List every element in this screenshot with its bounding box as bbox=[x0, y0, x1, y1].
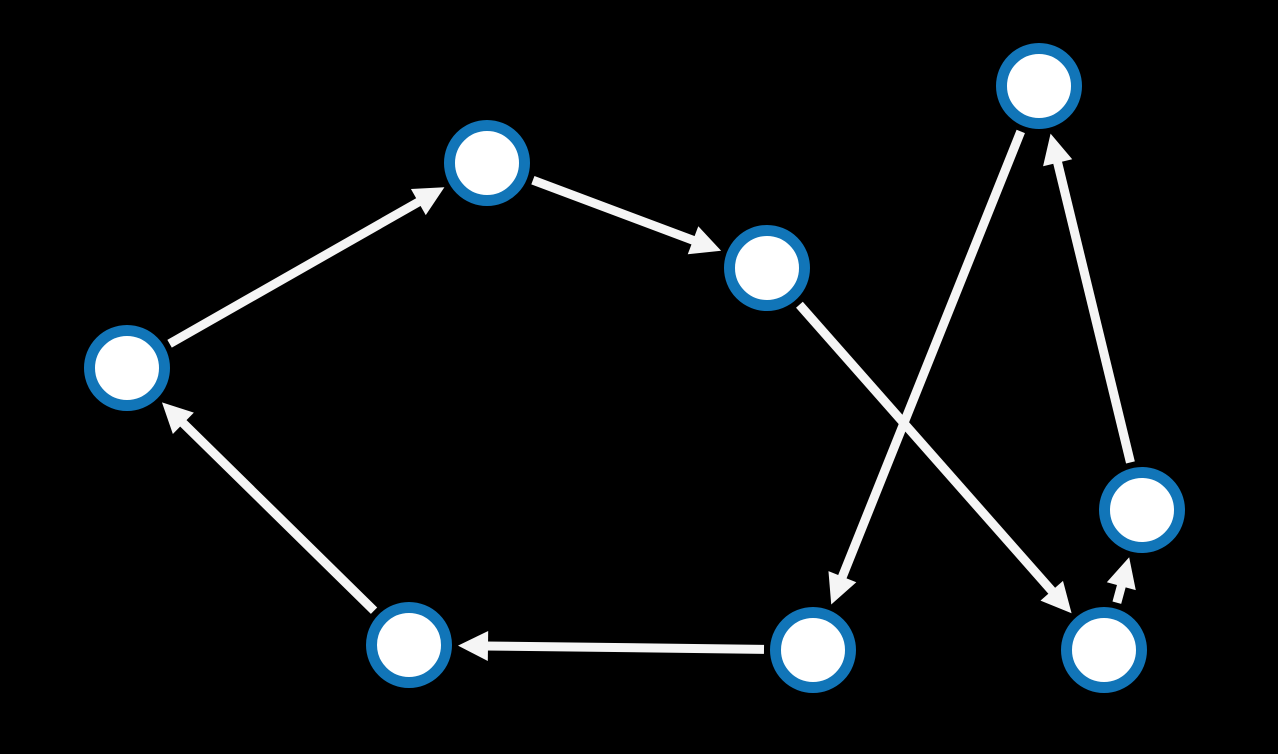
graph-edge[interactable] bbox=[1043, 133, 1135, 464]
graph-node[interactable] bbox=[770, 607, 856, 693]
graph-edge[interactable] bbox=[167, 187, 445, 348]
node-circle-icon bbox=[1099, 467, 1185, 553]
graph-node[interactable] bbox=[1061, 607, 1147, 693]
edge-line bbox=[484, 641, 765, 654]
edge-arrowhead-icon bbox=[161, 402, 194, 435]
node-circle-icon bbox=[996, 43, 1082, 129]
edge-line bbox=[1052, 158, 1135, 464]
graph-edge[interactable] bbox=[458, 630, 765, 661]
edge-line bbox=[1112, 582, 1127, 604]
graph-edge[interactable] bbox=[161, 402, 378, 614]
edge-line bbox=[531, 175, 698, 246]
nodes-layer bbox=[84, 43, 1185, 693]
graph-node[interactable] bbox=[444, 120, 530, 206]
node-circle-icon bbox=[84, 325, 170, 411]
edge-arrowhead-icon bbox=[1040, 580, 1072, 614]
graph-edge[interactable] bbox=[828, 129, 1025, 605]
graph-edge[interactable] bbox=[1106, 557, 1136, 604]
edge-arrowhead-icon bbox=[410, 187, 445, 216]
graph-node[interactable] bbox=[996, 43, 1082, 129]
graph-node[interactable] bbox=[724, 225, 810, 311]
edge-line bbox=[796, 301, 1058, 596]
graph-edge[interactable] bbox=[796, 301, 1072, 614]
edge-arrowhead-icon bbox=[828, 571, 857, 605]
node-circle-icon bbox=[444, 120, 530, 206]
node-circle-icon bbox=[770, 607, 856, 693]
graph-node[interactable] bbox=[366, 602, 452, 688]
edge-line bbox=[178, 418, 378, 614]
graph-node[interactable] bbox=[84, 325, 170, 411]
edges-layer bbox=[161, 129, 1136, 661]
edge-arrowhead-icon bbox=[1043, 133, 1073, 167]
node-circle-icon bbox=[724, 225, 810, 311]
edge-arrowhead-icon bbox=[687, 226, 722, 255]
edge-arrowhead-icon bbox=[458, 630, 489, 661]
edge-line bbox=[167, 196, 424, 348]
node-circle-icon bbox=[1061, 607, 1147, 693]
node-circle-icon bbox=[366, 602, 452, 688]
graph-edge[interactable] bbox=[531, 175, 722, 255]
edge-line bbox=[837, 129, 1025, 582]
graph-node[interactable] bbox=[1099, 467, 1185, 553]
edge-arrowhead-icon bbox=[1106, 557, 1136, 591]
